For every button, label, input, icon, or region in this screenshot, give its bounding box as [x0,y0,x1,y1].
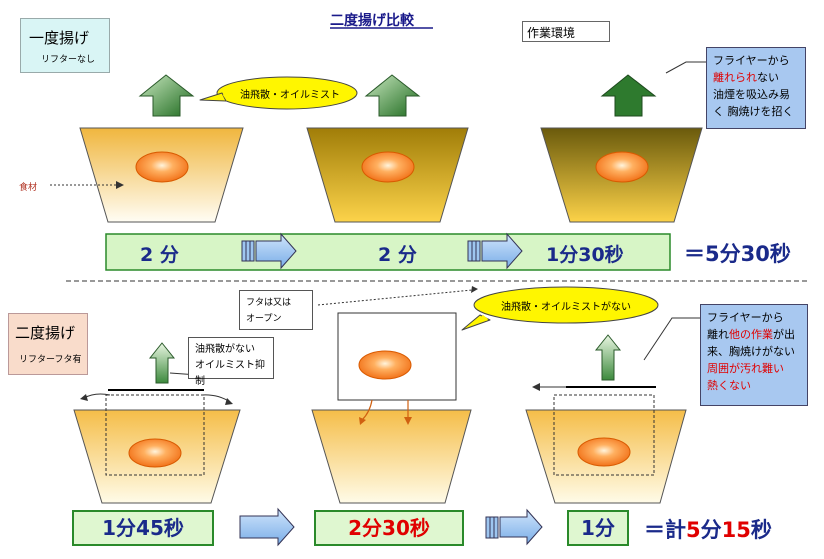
total-seconds: 15 [721,518,751,542]
speech-bubble [461,286,659,331]
next-step-arrow-icon [241,232,297,270]
ingredient-label: 食材 [19,183,38,193]
top-bubble-text: 油飛散・オイルミスト [240,90,340,101]
total-unit-sec: 秒 [750,518,772,542]
next-step-arrow-icon [485,508,543,546]
note-line: 離れ [713,71,735,84]
vent-up-arrow-icon [600,74,657,117]
note-line: 離れ [707,328,729,341]
total-prefix: ＝計 [644,518,686,542]
note-line: 来、胸焼けがない [707,345,795,358]
environment-label: 作業環境 [522,21,610,42]
single-fry-title: 一度揚げ [29,29,90,47]
fryer-vat [311,409,472,504]
page-title: 二度揚げ比較 [330,13,414,29]
info-line: 油飛散がない [195,344,255,355]
vent-up-arrow-icon [594,334,622,381]
time-step-3: 1分 [567,510,629,546]
note-line: 油煙を吸込み易 [713,88,790,101]
lid-box: フタは又は オープン [239,290,313,330]
double-fry-subtitle: リフターフタ有 [19,355,82,365]
note-line: 熱くない [707,379,751,392]
time-step-2: 2分30秒 [314,510,464,546]
vent-up-arrow-icon [364,74,421,117]
lid-line: フタは又は [246,298,292,308]
time-step-1: 2 分 [140,244,179,266]
time-bar [105,233,671,271]
note-line: られ [735,71,757,84]
note-line: が出 [773,328,795,341]
lifter-basket [337,312,457,401]
bottom-note: フライヤーから 離れ他の作業が出 来、胸焼けがない 周囲が汚れ難い 熱くない [700,304,808,406]
total-time: ＝計5分15秒 [644,514,772,544]
time-step-1: 1分45秒 [72,510,214,546]
double-fry-label: 二度揚げ リフターフタ有 [8,313,88,375]
vent-up-arrow-icon [138,74,195,117]
vent-up-arrow-icon [148,342,176,384]
total-minutes: 5 [686,518,701,542]
fryer-vat [306,127,469,223]
info-line: オイルミスト抑制 [195,360,265,387]
total-unit-min: 分 [700,518,722,542]
note-line: 他の作業 [729,328,773,341]
next-step-arrow-icon [467,232,523,270]
fryer-vat [73,409,241,504]
single-fry-label: 一度揚げ リフターなし [20,18,110,73]
info-box: 油飛散がない オイルミスト抑制 [188,337,274,387]
lid-line: オープン [246,314,282,324]
single-fry-subtitle: リフターなし [41,55,96,65]
note-line: ない [757,71,779,84]
double-fry-title: 二度揚げ [15,324,76,342]
fryer-vat [525,409,687,504]
note-line: フライヤーから [713,54,790,67]
time-step-3: 1分30秒 [546,244,624,266]
next-step-arrow-icon [239,507,295,547]
fryer-vat [540,127,703,223]
note-line: く 胸焼けを招く [713,105,794,118]
time-step-2: 2 分 [378,244,417,266]
top-note: フライヤーから 離れられない 油煙を吸込み易 く 胸焼けを招く [706,47,806,129]
total-time: ＝5分30秒 [684,242,791,266]
speech-bubble [199,76,358,110]
fryer-vat [79,127,244,223]
note-line: フライヤーから [707,311,784,324]
bottom-bubble-text: 油飛散・オイルミストがない [501,302,631,313]
note-line: 周囲が汚れ難い [707,362,784,375]
